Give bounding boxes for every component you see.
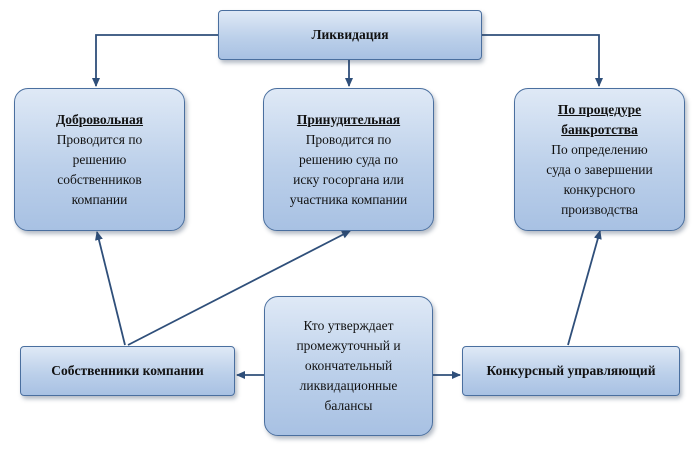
node-forced-text: Проводится по решению суда по иску госор… [289,131,408,207]
node-forced: Принудительная Проводится по решению суд… [263,88,434,231]
connector-top-to-voluntary [92,34,218,87]
node-voluntary-title: Добровольная [55,111,144,127]
connector-top-to-bankruptcy [482,34,603,87]
connector-owners-to-voluntary [95,231,126,346]
node-owners: Собственники компании [20,346,235,396]
node-owners-label: Собственники компании [51,363,204,378]
node-approver: Кто утверждает промежуточный и окончател… [264,296,433,436]
node-voluntary-text: Проводится по решению собственников комп… [56,131,143,207]
node-liquidation: Ликвидация [218,10,482,60]
connector-owners-to-forced [127,230,351,346]
node-bankruptcy-title: По процедуре банкротства [557,101,642,137]
node-manager-label: Конкурсный управляющий [486,363,656,378]
node-liquidation-label: Ликвидация [311,27,389,42]
node-forced-title: Принудительная [296,111,401,127]
connector-manager-to-bankruptcy [567,230,602,346]
node-bankruptcy-text: По определению суда о завершении конкурс… [546,141,653,217]
node-manager: Конкурсный управляющий [462,346,680,396]
node-bankruptcy: По процедуре банкротства По определению … [514,88,685,231]
node-approver-text: Кто утверждает промежуточный и окончател… [296,318,401,413]
node-voluntary: Добровольная Проводится по решению собст… [14,88,185,231]
